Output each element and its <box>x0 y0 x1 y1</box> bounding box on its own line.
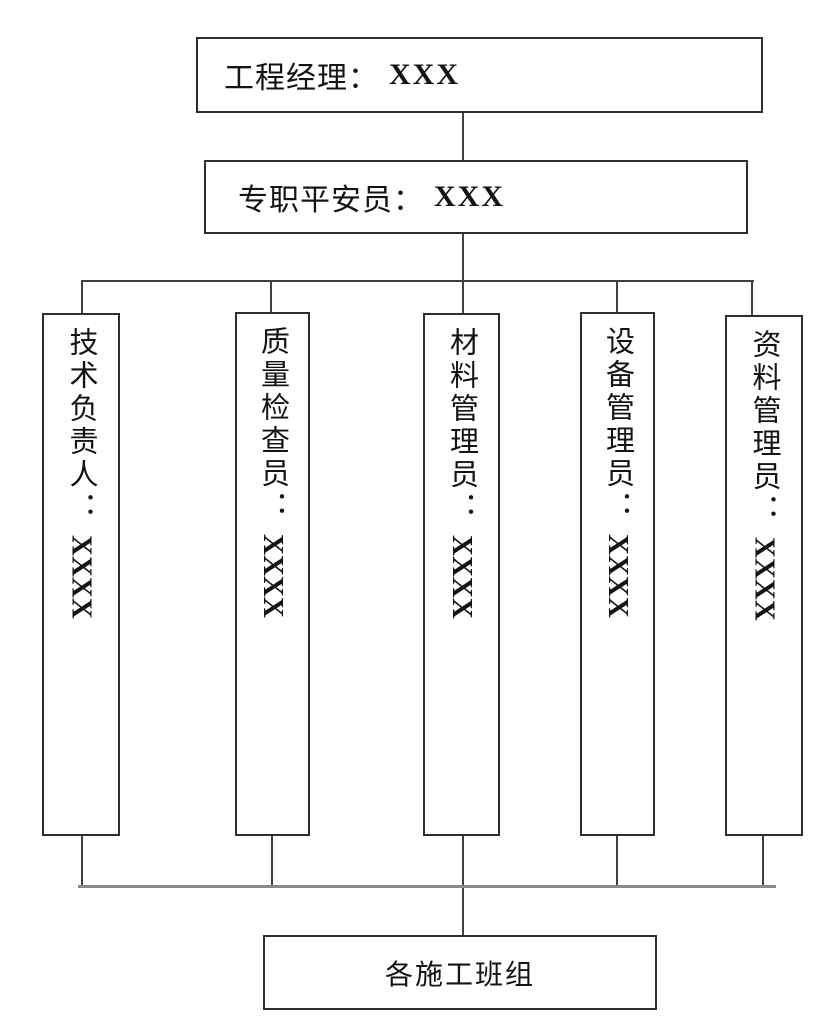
node-technical-director: 技术负责人： XXXX <box>42 313 120 836</box>
node-technical-director-name: XXXX <box>65 535 98 619</box>
connector-bottom-bus <box>78 885 776 888</box>
connector-rise-1 <box>81 836 83 887</box>
connector-drop-5 <box>751 280 753 316</box>
node-project-manager-role: 工程经理： <box>224 62 379 95</box>
node-document-manager-name: XXXX <box>748 537 781 621</box>
node-project-manager-name: XXX <box>389 58 460 91</box>
connector-rise-5 <box>762 836 764 887</box>
connector-safety-to-bus <box>462 232 464 282</box>
connector-top-to-safety <box>462 112 464 162</box>
node-safety-officer-name: XXX <box>434 180 505 213</box>
node-material-manager: 材料管理员： XXXX <box>423 313 500 836</box>
node-document-manager: 资料管理员： XXXX <box>725 315 803 836</box>
connector-drop-4 <box>616 280 618 314</box>
connector-drop-1 <box>81 280 83 315</box>
connector-top-bus <box>81 280 754 282</box>
node-construction-teams: 各施工班组 <box>263 935 657 1010</box>
node-equipment-manager: 设备管理员： XXXX <box>580 312 655 836</box>
node-safety-officer: 专职平安员： XXX <box>204 160 748 234</box>
connector-rise-4 <box>616 836 618 887</box>
node-material-manager-role: 材料管理员： <box>445 327 478 525</box>
connector-rise-2 <box>271 836 273 887</box>
node-quality-inspector-role: 质量检查员： <box>256 326 289 524</box>
node-equipment-manager-role: 设备管理员： <box>601 326 634 524</box>
node-quality-inspector: 质量检查员： XXXX <box>235 312 310 836</box>
connector-drop-2 <box>270 280 272 314</box>
node-document-manager-role: 资料管理员： <box>748 329 780 527</box>
node-safety-officer-role: 专职平安员： <box>238 184 424 217</box>
node-quality-inspector-name: XXXX <box>257 534 289 618</box>
node-technical-director-role: 技术负责人： <box>65 327 97 525</box>
node-material-manager-name: XXXX <box>446 535 478 619</box>
node-project-manager: 工程经理： XXX <box>196 37 763 113</box>
connector-drop-3 <box>462 280 464 315</box>
node-construction-teams-label: 各施工班组 <box>384 959 535 991</box>
node-equipment-manager-name: XXXX <box>602 534 634 618</box>
